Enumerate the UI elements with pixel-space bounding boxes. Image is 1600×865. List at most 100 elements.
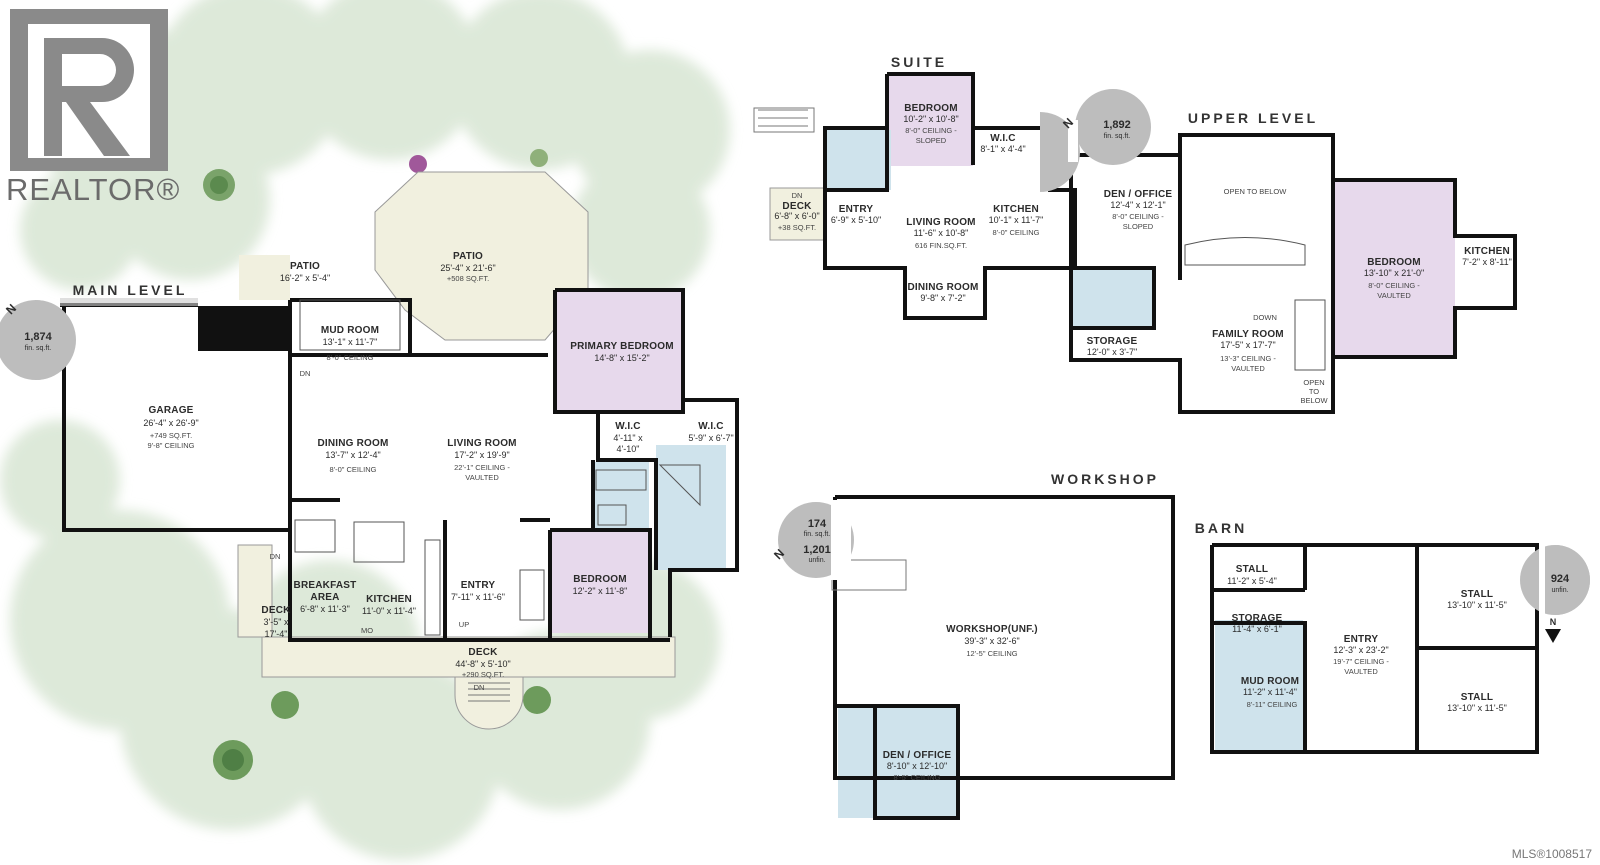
workshop-rooms-den-sub1-label: 8'-5" CEILING [893, 773, 940, 782]
main_level-rooms-deck_side-dims2-label: 17'-4" [265, 629, 288, 639]
upper_level-rooms-den-sub2-label: SLOPED [1123, 222, 1154, 231]
north_marker-label: N [1550, 617, 1557, 627]
main_level-rooms-entry-dims-label: 7'-11" x 11'-6" [451, 592, 505, 602]
barn-rooms-stall1-dims-label: 11'-2" x 5'-4" [1227, 576, 1277, 586]
main_level-rooms-dining-dims-label: 13'-7" x 12'-4" [325, 450, 380, 460]
suite-rooms-bedroom-name-label: BEDROOM [904, 103, 958, 114]
main_level-rooms-living-sub2-label: VAULTED [465, 473, 499, 482]
upper_level-rooms-den-dims-label: 12'-4" x 12'-1" [1110, 200, 1165, 210]
upper_level-area-unit-label: fin. sq.ft. [1104, 133, 1131, 140]
barn-rooms-entry-name-label: ENTRY [1344, 634, 1379, 645]
workshop-rooms-workshop-name-label: WORKSHOP(UNF.) [946, 624, 1038, 635]
workshop-area2-value-label: 1,201 [803, 544, 831, 556]
main_level-rooms-living-name-label: LIVING ROOM [447, 438, 516, 449]
barn-area-value-label: 924 [1551, 573, 1570, 585]
main_level-rooms-patio_large-sub1-label: +508 SQ.FT. [447, 274, 489, 283]
suite-rooms-entry-name-label: ENTRY [839, 204, 874, 215]
main_level-rooms-patio_small-name-label: PATIO [290, 261, 320, 272]
upper_level-rooms-den-name-label: DEN / OFFICE [1104, 189, 1173, 200]
suite-rooms-deck-name-label: DECK [782, 201, 812, 212]
upper_level-rooms-storage-dims-label: 12'-0" x 3'-7" [1087, 347, 1137, 357]
barn-rooms-stall3-name-label: STALL [1461, 692, 1493, 703]
workshop-area1-unit-label: fin. sq.ft. [804, 531, 831, 538]
main_level-rooms-kitchen-name-label: KITCHEN [366, 594, 412, 605]
workshop-header: WORKSHOP [1051, 471, 1159, 487]
suite-rooms-kitchen-sub1-label: 8'-0" CEILING [992, 228, 1039, 237]
main_level-rooms-wic1-name-label: W.I.C [615, 421, 640, 432]
upper_level-rooms-open-name-label: OPEN TO BELOW [1224, 187, 1288, 196]
main_level-rooms-breakfast-dims-label: 6'-8" x 11'-3" [300, 604, 350, 614]
main_level-marks-dn1-label: DN [300, 369, 311, 378]
workshop-plan: WORKSHOP 174 fin. sq.ft. 1,201 unfin. N … [771, 471, 1175, 820]
upper_level-area-value-label: 1,892 [1103, 119, 1131, 131]
barn-rooms-entry-sub2-label: VAULTED [1344, 667, 1378, 676]
main-level-plan [60, 171, 739, 730]
suite-rooms-deck-dims-label: 6'-8" x 6'-0" [774, 211, 819, 221]
upper-level-header: UPPER LEVEL [1188, 110, 1318, 126]
main_level-rooms-patio_large-name-label: PATIO [453, 251, 483, 262]
workshop-area2-unit-label: unfin. [808, 557, 825, 564]
main_level-marks-up-label: UP [459, 620, 469, 629]
upper-level-plan: 1,892 fin. sq.ft. N UPPER LEVEL DEN / OF… [1040, 89, 1517, 414]
upper_level-rooms-family-sub2-label: VAULTED [1231, 364, 1265, 373]
barn-rooms-mud-sub1-label: 8'-11" CEILING [1247, 700, 1298, 709]
upper_level-rooms-family-pre-label: DOWN [1253, 313, 1277, 322]
main_level-rooms-mud_room-dims-label: 13'-1" x 11'-7" [323, 337, 378, 347]
upper_level-rooms-bedroom-sub1-label: 8'-0" CEILING - [1368, 281, 1420, 290]
main_level-marks-dn2-label: DN [270, 552, 281, 561]
realtor-logo [10, 9, 168, 171]
workshop-rooms-den-dims-label: 8'-10" x 12'-10" [887, 761, 947, 771]
barn-rooms-mud-dims-label: 11'-2" x 11'-4" [1243, 687, 1297, 697]
main_level-rooms-primary-name-label: PRIMARY BEDROOM [570, 341, 674, 352]
main_level-area-unit-label: fin. sq.ft. [25, 345, 52, 352]
main_level-rooms-bedroom-dims-label: 12'-2" x 11'-8" [573, 586, 628, 596]
suite-rooms-kitchen-name-label: KITCHEN [993, 204, 1039, 215]
upper_level-rooms-open2-l3-label: BELOW [1300, 396, 1328, 405]
main_level-rooms-dining-name-label: DINING ROOM [317, 438, 388, 449]
suite-rooms-living-name-label: LIVING ROOM [906, 217, 975, 228]
suite-rooms-bedroom-sub1-label: 8'-0" CEILING - [905, 126, 957, 135]
upper_level-rooms-open2-l2-label: TO [1309, 387, 1319, 396]
suite-rooms-dining-name-label: DINING ROOM [907, 282, 978, 293]
upper_level-rooms-open2-l1-label: OPEN [1303, 378, 1324, 387]
suite-rooms-bedroom-dims-label: 10'-2" x 10'-8" [903, 114, 958, 124]
main_level-rooms-wic1-dims2-label: 4'-10" [617, 444, 640, 454]
tree-icons [203, 149, 551, 780]
suite-rooms-living-dims-label: 11'-6" x 10'-8" [914, 228, 969, 238]
upper_level-rooms-kitchen-name-label: KITCHEN [1464, 246, 1510, 257]
suite-rooms-wic-dims-label: 8'-1" x 4'-4" [980, 144, 1025, 154]
main_level-rooms-kitchen-dims-label: 11'-0" x 11'-4" [362, 606, 416, 616]
main_level-rooms-dining-sub1-label: 8'-0" CEILING [329, 465, 376, 474]
suite-rooms-bedroom-sub2-label: SLOPED [916, 136, 947, 145]
main_level-rooms-garage-dims-label: 26'-4" x 26'-9" [143, 418, 198, 428]
realtor-wordmark: REALTOR® [6, 172, 181, 207]
main_level-rooms-breakfast-name-label: BREAKFAST [294, 580, 357, 591]
main_level-rooms-wic2-name-label: W.I.C [698, 421, 723, 432]
main_level-rooms-deck_main-name-label: DECK [468, 647, 498, 658]
barn-header: BARN [1195, 520, 1247, 536]
main_level-rooms-breakfast-name2-label: AREA [310, 592, 339, 603]
main_level-marks-mo-label: MO [361, 626, 373, 635]
barn-rooms-mud-name-label: MUD ROOM [1241, 676, 1299, 687]
barn-rooms-entry-sub1-label: 19'-7" CEILING - [1333, 657, 1389, 666]
barn-rooms-storage-name-label: STORAGE [1232, 613, 1283, 624]
suite-rooms-deck-pre-label: DN [792, 191, 803, 200]
main_level-rooms-living-sub1-label: 22'-1" CEILING - [454, 463, 510, 472]
main_level-rooms-wic2-dims-label: 5'-9" x 6'-7" [688, 433, 733, 443]
main_level-rooms-entry-name-label: ENTRY [461, 580, 496, 591]
barn-rooms-storage-dims-label: 11'-4" x 6'-1" [1232, 624, 1282, 634]
upper_level-rooms-bedroom-sub2-label: VAULTED [1377, 291, 1411, 300]
barn-rooms-entry-dims-label: 12'-3" x 23'-2" [1333, 645, 1388, 655]
main_level-rooms-mud_room-sub1-label: 8'-0" CEILING [326, 353, 373, 362]
workshop-rooms-den-name-label: DEN / OFFICE [883, 750, 952, 761]
upper_level-rooms-family-name-label: FAMILY ROOM [1212, 329, 1284, 340]
main_level-rooms-garage-sub1-label: +749 SQ.FT. [150, 431, 192, 440]
barn-rooms-stall3-dims-label: 13'-10" x 11'-5" [1447, 703, 1507, 713]
barn-area-unit-label: unfin. [1551, 587, 1568, 594]
main_level-rooms-deck_main-dims-label: 44'-8" x 5'-10" [455, 659, 510, 669]
mls-number: MLS®1008517 [1511, 847, 1592, 861]
main-level-area-badge: 1,874 fin. sq.ft. N [0, 300, 76, 380]
main_level-rooms-patio_large-dims-label: 25'-4" x 21'-6" [440, 263, 495, 273]
suite-rooms-dining-dims-label: 9'-8" x 7'-2" [920, 293, 965, 303]
